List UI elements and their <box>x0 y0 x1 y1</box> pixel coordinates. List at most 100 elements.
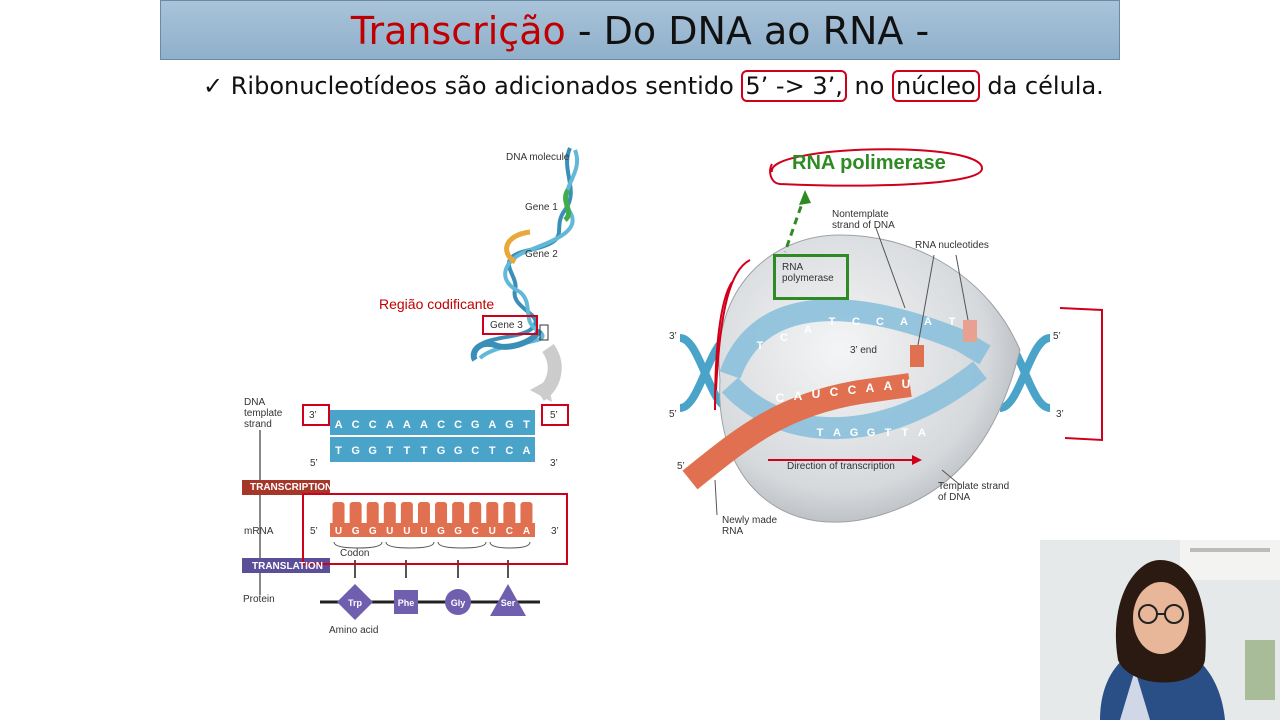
rna-base: C <box>776 391 785 405</box>
bottom-base: G <box>850 427 859 439</box>
template-base: C <box>437 419 445 431</box>
bottom-base: A <box>918 427 926 439</box>
gene3-helix <box>470 328 543 362</box>
page-title: Transcrição - Do DNA ao RNA - <box>351 9 929 53</box>
mrna-base-tile <box>435 502 448 526</box>
template-base: T <box>523 419 530 431</box>
direction-label: Direction of transcription <box>787 461 895 472</box>
left-bracket-mark <box>714 259 751 411</box>
mrna-prime5: 5’ <box>310 526 318 537</box>
amino-acid-ser: Ser <box>501 598 516 608</box>
template-base: A <box>335 419 343 431</box>
amino-ser-shape <box>490 584 526 616</box>
top-base: T <box>757 340 764 352</box>
mrna-base: U <box>386 526 393 537</box>
mrna-base-tile <box>503 502 516 526</box>
prime3-top-box <box>302 404 330 426</box>
bullet-text: ✓ Ribonucleotídeos são adicionados senti… <box>203 70 1104 102</box>
bottom-base: T <box>817 427 824 439</box>
gene3-label: Gene 3 <box>490 320 523 331</box>
template-base: G <box>505 419 514 431</box>
mrna-codon-brackets <box>333 541 531 549</box>
right-bracket-mark <box>1059 307 1103 442</box>
right-p3-right: 3’ <box>1056 409 1064 420</box>
complement-base: G <box>437 445 446 457</box>
amino-acid-gly: Gly <box>451 598 466 608</box>
template-base: A <box>420 419 428 431</box>
mrna-highlight-box <box>302 493 568 565</box>
template-label: Template strand of DNA <box>938 481 1010 503</box>
amino-acid-trp: Trp <box>348 598 363 608</box>
complement-base: C <box>471 445 479 457</box>
bottom-base: G <box>867 427 876 439</box>
template-base: C <box>352 419 360 431</box>
template-base: A <box>488 419 496 431</box>
bullet-after: da célula. <box>979 72 1104 100</box>
rna-base: U <box>902 377 911 391</box>
prime5-bottom: 5’ <box>310 458 318 469</box>
gene1-label: Gene 1 <box>525 202 558 213</box>
mrna-strand <box>330 523 535 537</box>
template-base: A <box>386 419 394 431</box>
mrna-base-tile <box>417 502 430 526</box>
dna-molecule-label: DNA molecule <box>506 152 570 163</box>
complement-base: T <box>335 445 342 457</box>
prime3-bottom: 3’ <box>550 458 558 469</box>
pointer-new-rna <box>714 479 718 516</box>
amino-acid-label: Amino acid <box>329 625 379 636</box>
bullet-middle: no <box>846 72 892 100</box>
gene2-segment <box>504 229 531 265</box>
mrna-base: U <box>420 526 427 537</box>
top-base: T <box>949 316 956 328</box>
translation-bar <box>242 558 330 573</box>
template-base: A <box>403 419 411 431</box>
check-icon: ✓ <box>203 72 224 100</box>
mrna-base: U <box>403 526 410 537</box>
gene3-marker <box>539 324 549 341</box>
gene1-segment <box>563 188 572 222</box>
rna-nucleotide-2 <box>963 320 977 342</box>
bullet-before: Ribonucleotídeos são adicionados sentido <box>223 72 742 100</box>
mrna-base: U <box>335 526 342 537</box>
newly-made-label: Newly made RNA <box>722 515 778 537</box>
gene2-label: Gene 2 <box>525 249 558 260</box>
mrna-base-tile <box>452 502 465 526</box>
top-base: C <box>852 316 860 328</box>
complement-base: C <box>505 445 513 457</box>
rna-strand <box>682 373 912 490</box>
complement-base: T <box>489 445 496 457</box>
amino-acid-phe: Phe <box>398 598 415 608</box>
complement-base: G <box>454 445 463 457</box>
mrna-base-tile <box>383 502 396 526</box>
rna-polymerase-box <box>773 254 849 300</box>
transcription-bar <box>242 480 330 495</box>
mrna-base: C <box>472 526 479 537</box>
rna-polymerase-label: RNA polymerase <box>782 262 834 284</box>
amino-trp-shape <box>337 584 373 620</box>
rna-nucleotides-label: RNA nucleotides <box>915 240 989 251</box>
mrna-base: U <box>489 526 496 537</box>
top-base: C <box>876 316 884 328</box>
nontemplate-strand <box>719 299 991 380</box>
rna-polimerase-label: RNA polimerase <box>792 152 946 174</box>
mrna-base-tile <box>469 502 482 526</box>
protein-label: Protein <box>243 594 275 605</box>
pointer-nuc-1 <box>917 254 935 346</box>
mrna-base: G <box>437 526 445 537</box>
pointer-nuc-2 <box>955 254 969 321</box>
codon-label: Codon <box>340 548 370 559</box>
template-base: G <box>471 419 480 431</box>
prime3-top: 3’ <box>309 410 317 421</box>
polymerase-connector-head <box>799 190 811 205</box>
rna-base: A <box>884 379 893 393</box>
template-base: C <box>454 419 462 431</box>
mrna-base-tile <box>486 502 499 526</box>
right-p5-left: 5’ <box>669 409 677 420</box>
rna-base: C <box>848 383 857 397</box>
mrna-base: G <box>454 526 462 537</box>
template-strand-label: DNA template strand <box>244 397 283 430</box>
bottom-base: T <box>902 427 909 439</box>
top-base: A <box>900 316 908 328</box>
